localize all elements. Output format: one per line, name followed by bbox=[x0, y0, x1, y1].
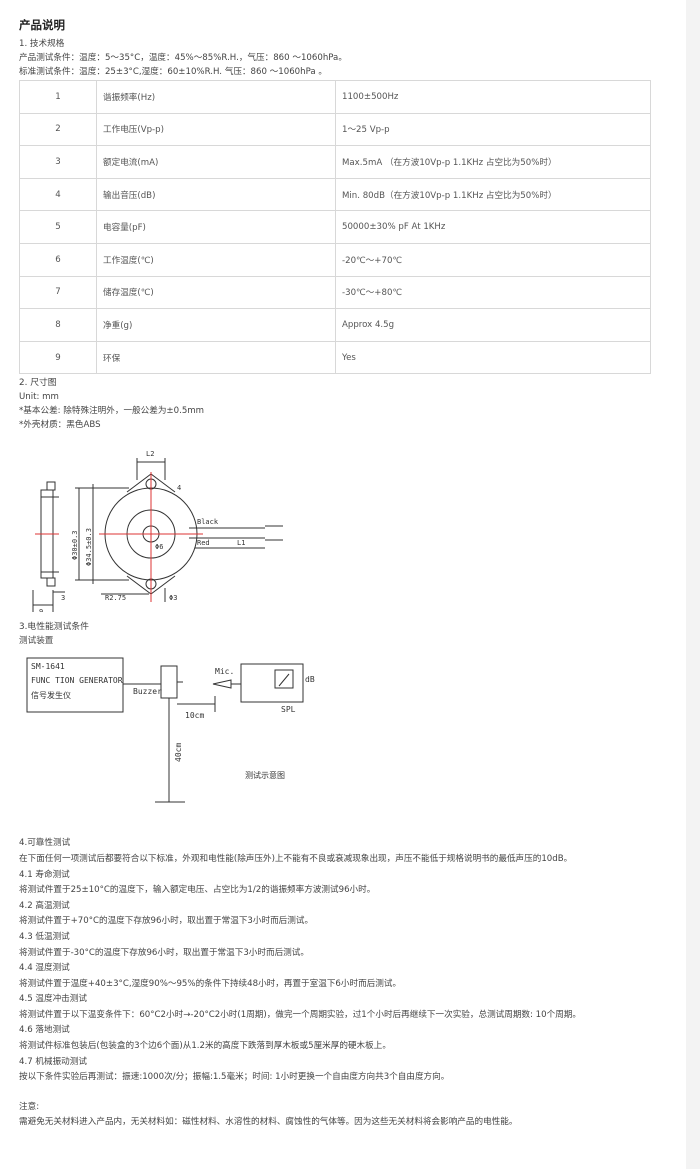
spec-no: 7 bbox=[19, 275, 97, 310]
test-setup-label: 测试装置 bbox=[19, 636, 54, 647]
spec-value: Max.5mA （在方波10Vp-p 1.1KHz 占空比为50%时） bbox=[335, 145, 651, 179]
test-body: 将测试件置于-30°C的温度下存放96小时，取出置于常温下3小时而后测试。 bbox=[19, 947, 309, 958]
spec-name: 储存温度(℃) bbox=[96, 275, 336, 310]
spec-name: 工作电压(Vp-p) bbox=[96, 112, 336, 147]
test-heading: 4.3 低温测试 bbox=[19, 931, 70, 942]
label-9: 9 bbox=[39, 608, 43, 612]
label-phi30: Φ30±0.3 bbox=[71, 531, 79, 561]
label-phi3: Φ3 bbox=[169, 594, 177, 602]
spec-value: -30℃～+80℃ bbox=[335, 275, 651, 310]
spec-no: 8 bbox=[19, 308, 97, 342]
spec-no: 6 bbox=[19, 242, 97, 277]
test-heading: 4.5 温度冲击测试 bbox=[19, 994, 87, 1005]
gen-model: SM-1641 bbox=[31, 662, 65, 671]
spec-no: 2 bbox=[19, 112, 97, 147]
test-body: 将测试件置于25±10°C的温度下，输入额定电压、占空比为1/2的谐振频率方波测… bbox=[19, 885, 376, 896]
spec-no: 4 bbox=[19, 177, 97, 212]
section-reliability: 4.可靠性测试 bbox=[19, 838, 71, 849]
spec-name: 谐振频率(Hz) bbox=[96, 80, 336, 114]
spec-value: Yes bbox=[335, 340, 651, 375]
spec-value: Min. 80dB（在方波10Vp-p 1.1KHz 占空比为50%时） bbox=[335, 177, 651, 212]
spl-label: SPL bbox=[281, 705, 296, 714]
test-body: 将测试件置于+70°C的温度下存放96小时，取出置于常温下3小时而后测试。 bbox=[19, 916, 314, 927]
section-electrical: 3.电性能测试条件 bbox=[19, 622, 89, 633]
label-l2: L2 bbox=[146, 450, 154, 458]
spec-no: 3 bbox=[19, 145, 97, 179]
spec-value: Approx 4.5g bbox=[335, 308, 651, 342]
mic-label: Mic. bbox=[215, 667, 234, 676]
spec-no: 1 bbox=[19, 80, 97, 114]
spec-name: 工作温度(℃) bbox=[96, 242, 336, 277]
dist-10cm: 10cm bbox=[185, 711, 204, 720]
unit-text: Unit: mm bbox=[19, 392, 59, 403]
label-r275: R2.75 bbox=[105, 594, 126, 602]
test-heading: 4.4 湿度测试 bbox=[19, 963, 70, 974]
spec-value: 1～25 Vp-p bbox=[335, 112, 651, 147]
test-body: 按以下条件实验后再测试：振速:1000次/分；振幅:1.5毫米；时间: 1小时更… bbox=[19, 1072, 450, 1083]
label-red: Red bbox=[197, 539, 210, 547]
reliability-intro: 在下面任何一项测试后都要符合以下标准，外观和电性能(除声压外)上不能有不良或衰减… bbox=[19, 853, 573, 864]
test-heading: 4.7 机械振动测试 bbox=[19, 1056, 87, 1067]
test-list: 4.1 寿命测试将测试件置于25±10°C的温度下，输入额定电压、占空比为1/2… bbox=[19, 868, 659, 1086]
product-description: 产品说明 1. 技术规格 产品测试条件：温度：5～35°C，温度：45%～85%… bbox=[19, 18, 659, 1131]
label-l1: L1 bbox=[237, 539, 245, 547]
label-phi6: Φ6 bbox=[155, 543, 163, 551]
note-head: 注意: bbox=[19, 1101, 40, 1112]
spec-name: 额定电流(mA) bbox=[96, 145, 336, 179]
page-scroll-strip bbox=[686, 0, 700, 1169]
standard-test-conditions: 标准测试条件：温度：25±3°C,湿度：60±10%R.H. 气压：860 ～1… bbox=[19, 67, 327, 77]
test-body: 将测试件置于温度+40±3°C,湿度90%～95%的条件下持续48小时，再置于室… bbox=[19, 978, 402, 989]
spec-value: 1100±500Hz bbox=[335, 80, 651, 114]
tolerance-text: *基本公差: 除特殊注明外，一般公差为±0.5mm bbox=[19, 406, 205, 417]
test-setup-diagram: SM-1641 FUNC TION GENERATOR 信号发生仪 Buzzer… bbox=[26, 657, 315, 803]
gen-cn: 信号发生仪 bbox=[31, 690, 71, 700]
material-text: *外壳材质：黑色ABS bbox=[19, 420, 101, 431]
spec-no: 5 bbox=[19, 210, 97, 244]
test-body: 将测试件置于以下温变条件下：60°C2小时→-20°C2小时(1周期)，做完一个… bbox=[19, 1009, 581, 1020]
gen-name: FUNC TION GENERATOR bbox=[31, 676, 123, 685]
section-tech-spec: 1. 技术规格 bbox=[19, 39, 65, 49]
spec-value: 50000±30% pF At 1KHz bbox=[335, 210, 651, 244]
label-4: 4 bbox=[177, 484, 181, 492]
label-black: Black bbox=[197, 518, 219, 526]
note-body: 需避免无关材料进入产品内，无关材料如：磁性材料、水溶性的材料、腐蚀性的气体等。因… bbox=[19, 1117, 518, 1128]
dist-40cm: 40cm bbox=[174, 743, 183, 762]
label-3: 3 bbox=[61, 594, 65, 602]
test-heading: 4.2 高温测试 bbox=[19, 900, 70, 911]
db-label: dB bbox=[305, 675, 315, 684]
doc-title: 产品说明 bbox=[19, 18, 65, 32]
spec-name: 净重(g) bbox=[96, 308, 336, 342]
spec-value: -20℃～+70℃ bbox=[335, 242, 651, 277]
reliability-section: 4.可靠性测试 在下面任何一项测试后都要符合以下标准，外观和电性能(除声压外)上… bbox=[19, 836, 659, 1131]
section-dimensions: 2. 尺寸图 bbox=[19, 378, 57, 389]
dimension-drawing: L2 4 Black Red L1 Φ6 Φ3 R2.75 3 9 Φ30±0.… bbox=[32, 450, 283, 613]
test-body: 将测试件标准包装后(包装盒的3个边6个面)从1.2米的高度下跌落到厚木板或5厘米… bbox=[19, 1041, 391, 1052]
label-phi34: Φ34.5±0.3 bbox=[85, 528, 93, 566]
diagram-caption: 测试示意图 bbox=[245, 770, 285, 780]
spec-name: 电容量(pF) bbox=[96, 210, 336, 244]
test-heading: 4.6 落地测试 bbox=[19, 1025, 70, 1036]
product-test-conditions: 产品测试条件：温度：5～35°C，温度：45%～85%R.H.，气压：860 ～… bbox=[19, 53, 347, 63]
test-heading: 4.1 寿命测试 bbox=[19, 869, 70, 880]
spec-no: 9 bbox=[19, 340, 97, 375]
buzzer-label: Buzzer bbox=[133, 687, 162, 696]
spec-name: 环保 bbox=[96, 340, 336, 375]
spec-name: 输出音压(dB) bbox=[96, 177, 336, 212]
